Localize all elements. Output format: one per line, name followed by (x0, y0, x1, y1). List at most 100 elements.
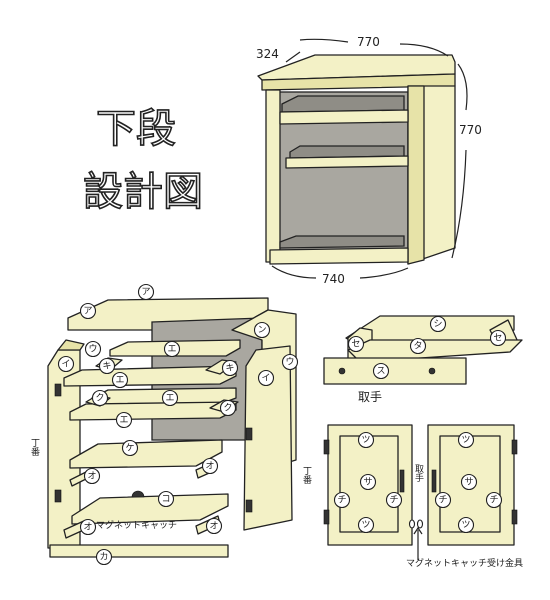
callout-su-26: ス (372, 362, 390, 380)
handle-caption: 取手 (358, 390, 382, 404)
cabinet-bottom-board-top (279, 235, 405, 249)
callout-ta-24: タ (409, 337, 427, 355)
callout-label: サ (464, 477, 473, 488)
cabinet-middle-shelf-top (289, 145, 405, 159)
note-handle-vertical: 取手 (413, 464, 424, 483)
dim-line-height-upper (457, 63, 468, 111)
dim-line-width-bottom-right (359, 267, 409, 279)
part-shelf-4 (69, 401, 237, 421)
callout-label: チ (489, 495, 498, 506)
part-bottom-board (71, 493, 229, 525)
callout-ke-15: ケ (121, 439, 139, 457)
callout-chi-35: チ (485, 491, 503, 509)
part-left-side-top (57, 339, 85, 351)
dim-line-depth (285, 51, 301, 63)
title-line-2: 設計図 (83, 169, 203, 215)
callout-label: ア (83, 307, 92, 317)
callout-tsu-31: ツ (357, 516, 375, 534)
hinge-right-upper (245, 427, 253, 441)
callout-e-5: エ (111, 371, 129, 389)
callout-label: ウ (88, 344, 97, 355)
callout-circle (219, 399, 237, 417)
callout-u-9: ウ (281, 353, 299, 371)
callout-circle (201, 457, 219, 475)
callout-circle (281, 353, 299, 371)
door-left-hinge-lower (323, 509, 330, 525)
callout-circle (257, 369, 275, 387)
callout-ko-18: コ (157, 490, 175, 508)
callout-label: エ (119, 416, 128, 426)
callout-o-20: オ (205, 517, 223, 535)
note-magnet-catch: マグネットキャッチ (96, 519, 177, 531)
dim-line-width-top-right (399, 43, 449, 57)
callout-label: ツ (461, 436, 470, 446)
dim-depth: 324 (256, 47, 279, 61)
dimension-lines: 324 770 770 740 (256, 35, 482, 286)
cabinet-right-front-edge (407, 85, 425, 265)
callout-label: キ (225, 364, 234, 374)
callout-label: チ (389, 495, 398, 506)
door-right-hinge-upper (511, 439, 518, 455)
note-hinge-right: 丁番 (301, 466, 312, 484)
hinge-left-lower (54, 489, 62, 503)
assembled-cabinet (257, 54, 456, 265)
callout-u-3: ウ (84, 340, 102, 358)
cabinet-middle-shelf-front (285, 155, 409, 169)
callout-label: ン (257, 326, 266, 336)
callout-o-16: オ (83, 467, 101, 485)
callout-label: ウ (285, 357, 294, 368)
drawing-title: 下段 設計図 (82, 105, 204, 216)
door-right-hinge-lower (511, 509, 518, 525)
callout-circle (485, 491, 503, 509)
dim-width-top: 770 (357, 35, 380, 49)
note-hinge-left: 丁番 (29, 438, 40, 456)
door-right-handle (431, 469, 437, 493)
callout-e-12: エ (161, 389, 179, 407)
callout-label: ス (376, 367, 385, 377)
callout-circle (359, 473, 377, 491)
callout-circle (83, 467, 101, 485)
callout-label: オ (87, 471, 96, 482)
callout-i-2: イ (57, 355, 75, 373)
callout-circle (115, 411, 133, 429)
callout-circle (98, 357, 116, 375)
dim-line-width-top-left (299, 38, 349, 43)
cabinet-upper-shelf-top (281, 95, 405, 113)
callout-circle (79, 518, 97, 536)
callout-circle (429, 315, 447, 333)
callout-shi-22: シ (429, 315, 447, 333)
callout-label: コ (161, 495, 170, 505)
callout-label: エ (165, 394, 174, 404)
callout-label: チ (438, 495, 447, 506)
catch-plate-arrowhead (413, 526, 423, 535)
callout-label: ツ (361, 436, 370, 446)
cabinet-left-side (265, 89, 281, 263)
callout-label: エ (115, 376, 124, 386)
callout-label: オ (83, 522, 92, 533)
door-right (427, 424, 518, 546)
callout-o-19: オ (79, 518, 97, 536)
callout-a-1: ア (79, 302, 97, 320)
callout-circle (357, 516, 375, 534)
part-shelf-ke (69, 439, 223, 469)
callout-circle (347, 335, 365, 353)
callout-label: セ (351, 339, 360, 350)
callout-circle (489, 329, 507, 347)
callout-n-8: ン (253, 321, 271, 339)
callout-circle (253, 321, 271, 339)
magnet-catch (131, 490, 145, 498)
callout-circle (111, 371, 129, 389)
callout-chi-29: チ (333, 491, 351, 509)
callout-circle (157, 490, 175, 508)
handle-part-su (323, 357, 467, 385)
callout-a-0: ア (137, 283, 155, 301)
callout-circle (91, 389, 109, 407)
callout-circle (79, 302, 97, 320)
callout-circle (385, 491, 403, 509)
callout-label: カ (99, 552, 108, 563)
handle-screw-left (338, 367, 346, 375)
door-left-hinge-upper (323, 439, 330, 455)
callout-ku-11: ク (91, 389, 109, 407)
door-left-handle (399, 469, 405, 493)
callout-se-23: セ (347, 335, 365, 353)
